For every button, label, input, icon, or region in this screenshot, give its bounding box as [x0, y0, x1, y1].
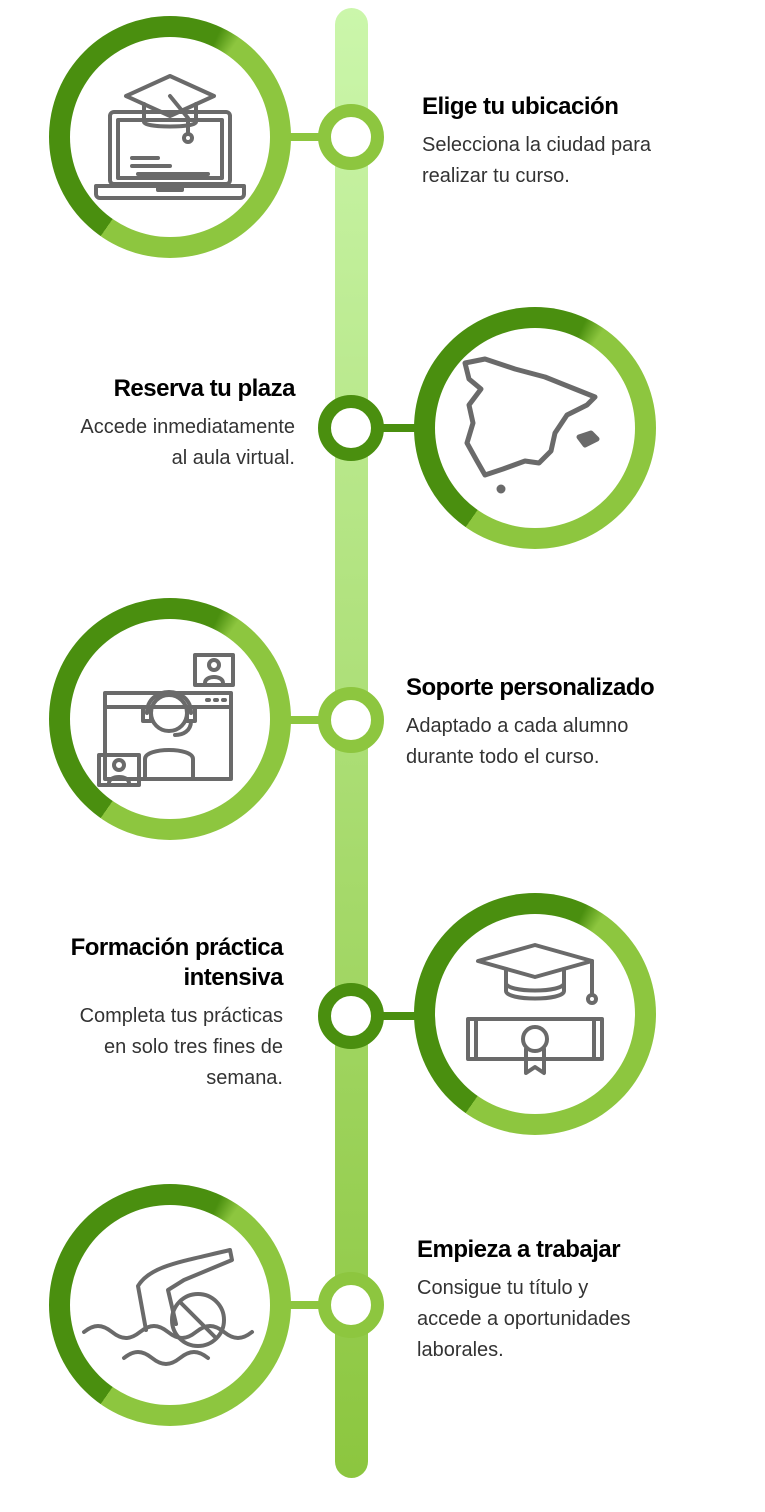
- title-line: intensiva: [183, 964, 283, 991]
- connector: [380, 1012, 420, 1020]
- step-description-line: Completa tus prácticas: [79, 1005, 283, 1027]
- laptop-graduation-cap-icon: [94, 74, 246, 200]
- title-line: Formación práctica: [70, 934, 284, 961]
- step-description-line: Selecciona la ciudad para: [422, 134, 652, 156]
- step-4-icon-circle: [414, 893, 656, 1135]
- connector: [286, 716, 326, 724]
- connector: [380, 424, 420, 432]
- connector: [286, 1301, 326, 1309]
- diploma-graduation-cap-icon: [466, 943, 604, 1075]
- step-2: Reserva tu plaza Accede inmediatamente a…: [0, 374, 295, 474]
- step-description-line: al aula virtual.: [171, 447, 295, 469]
- step-title: Formación práctica intensiva: [0, 933, 284, 993]
- step-description-line: realizar tu curso.: [422, 165, 570, 187]
- step-description-line: Consigue tu título y: [417, 1277, 589, 1299]
- step-description-line: Adaptado a cada alumno: [406, 715, 629, 737]
- step-1-icon-circle: [49, 16, 291, 258]
- step-2-node: [318, 395, 384, 461]
- step-1-node: [318, 104, 384, 170]
- step-description-line: Accede inmediatamente: [80, 416, 295, 438]
- step-1: Elige tu ubicación Selecciona la ciudad …: [422, 92, 651, 192]
- step-3-icon-circle: [49, 598, 291, 840]
- step-4: Formación práctica intensiva Completa tus…: [0, 933, 284, 1094]
- step-2-icon-circle: [414, 307, 656, 549]
- step-4-node: [318, 983, 384, 1049]
- step-description-line: en solo tres fines de: [104, 1036, 283, 1058]
- step-title: Soporte personalizado: [406, 674, 655, 701]
- step-5-node: [318, 1272, 384, 1338]
- step-description-line: accede a oportunidades: [417, 1308, 631, 1330]
- step-title: Reserva tu plaza: [113, 375, 296, 402]
- step-title: Empieza a trabajar: [417, 1236, 621, 1263]
- step-3: Soporte personalizado Adaptado a cada al…: [406, 673, 655, 773]
- step-description-line: durante todo el curso.: [406, 746, 600, 768]
- step-5-icon-circle: [49, 1184, 291, 1426]
- step-description-line: semana.: [206, 1067, 283, 1089]
- step-5: Empieza a trabajar Consigue tu título y …: [417, 1235, 631, 1366]
- spain-map-icon: [462, 356, 600, 494]
- connector: [286, 133, 326, 141]
- step-title: Elige tu ubicación: [422, 93, 619, 120]
- swimmer-icon: [82, 1248, 254, 1366]
- support-headset-icon: [97, 653, 235, 787]
- step-description-line: laborales.: [417, 1339, 504, 1361]
- step-3-node: [318, 687, 384, 753]
